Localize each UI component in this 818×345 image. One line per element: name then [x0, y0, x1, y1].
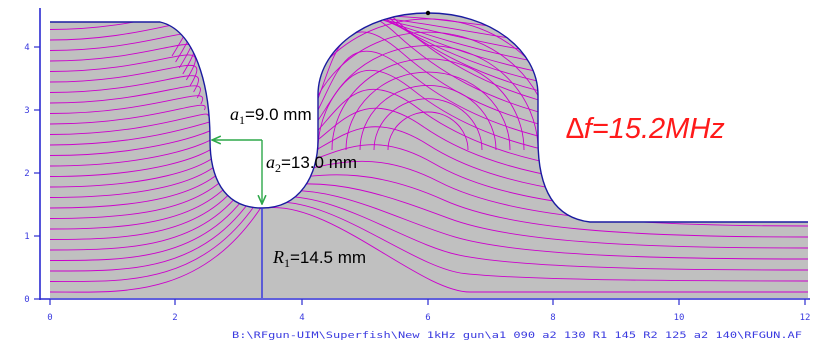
field-line: [50, 54, 196, 81]
y-tick-labels: 0 1 2 3 4: [24, 43, 29, 305]
cavity-region: [50, 10, 808, 298]
field-line: [50, 113, 209, 135]
x-tick-label: 6: [425, 313, 430, 323]
a1-label: a1=9.0 mm: [230, 104, 312, 127]
y-tick-label: 1: [24, 232, 29, 242]
cavity-fill: [50, 13, 808, 298]
y-tick-label: 4: [24, 43, 29, 53]
x-tick-label: 12: [800, 313, 811, 323]
r1-label: R1=14.5 mm: [272, 247, 366, 270]
field-line: [272, 183, 808, 249]
field-line: [359, 84, 497, 151]
field-line: [345, 71, 511, 151]
a2-label: a2=13.0 mm: [266, 152, 357, 175]
field-line: [274, 174, 808, 238]
field-line: [50, 44, 195, 75]
x-tick-label: 4: [299, 313, 304, 323]
field-line: [331, 58, 525, 151]
field-line: [50, 95, 203, 114]
field-line: [50, 193, 256, 272]
field-line: [276, 160, 808, 227]
dimension-annotations: a1=9.0 mm a2=13.0 mm R1=14.5 mm: [212, 104, 366, 298]
y-tick-label: 0: [24, 295, 29, 305]
field-line: [317, 45, 539, 151]
field-line: [50, 104, 206, 125]
x-tick-labels: 0 2 4 6 8 10 12: [47, 313, 810, 323]
apex-marker: [425, 10, 431, 16]
field-line: [271, 190, 808, 260]
field-line: [267, 201, 808, 282]
x-tick-label: 8: [550, 313, 555, 323]
field-line: [50, 181, 248, 251]
plot-axes: 0 2 4 6 8 10 12 0 1 2 3 4: [24, 8, 810, 323]
field-line: [265, 207, 808, 293]
cavity-boundary: [50, 12, 808, 223]
field-line: [373, 98, 483, 151]
y-axis-ticks: [34, 46, 40, 300]
field-line: [50, 205, 263, 293]
field-line: [269, 196, 808, 271]
field-line: [50, 64, 198, 87]
x-tick-label: 2: [172, 313, 177, 323]
field-line: [50, 85, 201, 104]
x-axis-ticks: [49, 299, 806, 305]
y-tick-label: 3: [24, 106, 29, 116]
field-line: [50, 199, 259, 283]
field-line: [387, 111, 469, 151]
field-line: [50, 75, 199, 93]
x-tick-label: 10: [674, 313, 685, 323]
frequency-shift-label: ∆f=15.2MHz: [566, 113, 725, 145]
field-line: [50, 187, 252, 261]
y-tick-label: 2: [24, 169, 29, 179]
field-line: [50, 33, 194, 69]
file-path-footer: B:\RFgun-UIM\Superfish\New 1kHz gun\a1 0…: [232, 331, 802, 341]
x-tick-label: 0: [47, 313, 52, 323]
